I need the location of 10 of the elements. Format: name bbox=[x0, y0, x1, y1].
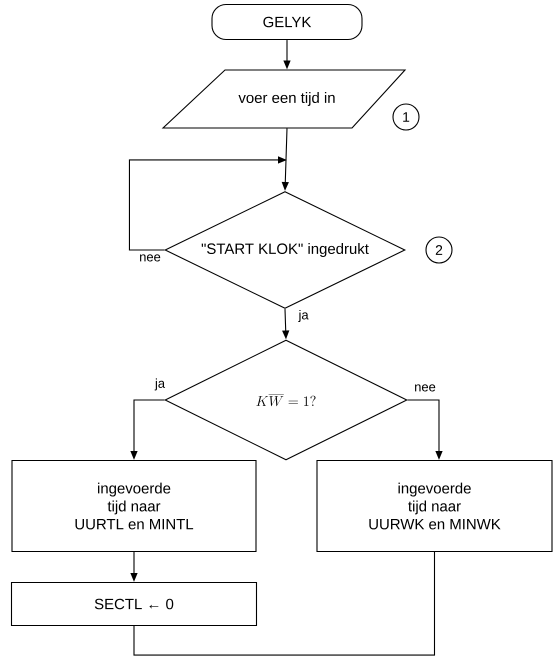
terminal-box: GELYK bbox=[211, 4, 363, 40]
callout-number: 2 bbox=[425, 236, 453, 264]
process-box: SECTL ← 0 bbox=[10, 582, 258, 626]
edge-label: ja bbox=[298, 308, 310, 324]
callout-number: 1 bbox=[392, 103, 420, 131]
edge-label: nee bbox=[138, 253, 162, 262]
process-box: ingevoerde tijd naar UURWK en MINWK bbox=[316, 460, 553, 552]
edge-label: ja bbox=[154, 377, 166, 392]
edge-label: nee bbox=[413, 383, 437, 392]
process-box: ingevoerde tijd naar UURTL en MINTL bbox=[11, 460, 257, 552]
